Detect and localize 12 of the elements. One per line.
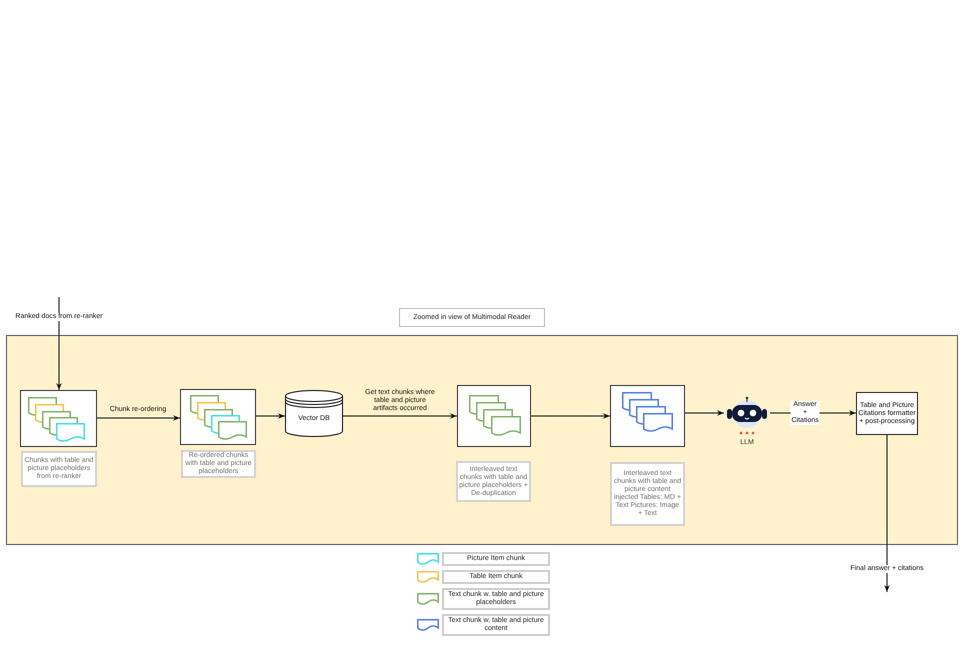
document-stack-panel xyxy=(20,390,97,447)
panel-background xyxy=(6,335,958,545)
document-stack-panel xyxy=(610,385,685,447)
arrow xyxy=(342,413,458,419)
arrow xyxy=(256,413,286,419)
arrow xyxy=(530,413,610,419)
arrow xyxy=(96,415,180,421)
arrow xyxy=(684,410,724,416)
document-stack-panel xyxy=(180,389,256,445)
arrow xyxy=(884,434,890,592)
document-stack-panel xyxy=(457,385,531,447)
arrow xyxy=(56,296,62,390)
